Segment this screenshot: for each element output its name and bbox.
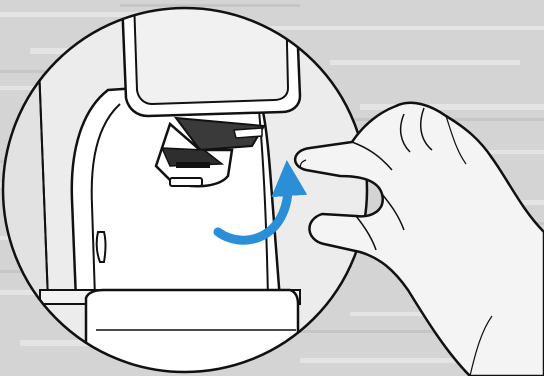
side-lever — [97, 232, 106, 262]
